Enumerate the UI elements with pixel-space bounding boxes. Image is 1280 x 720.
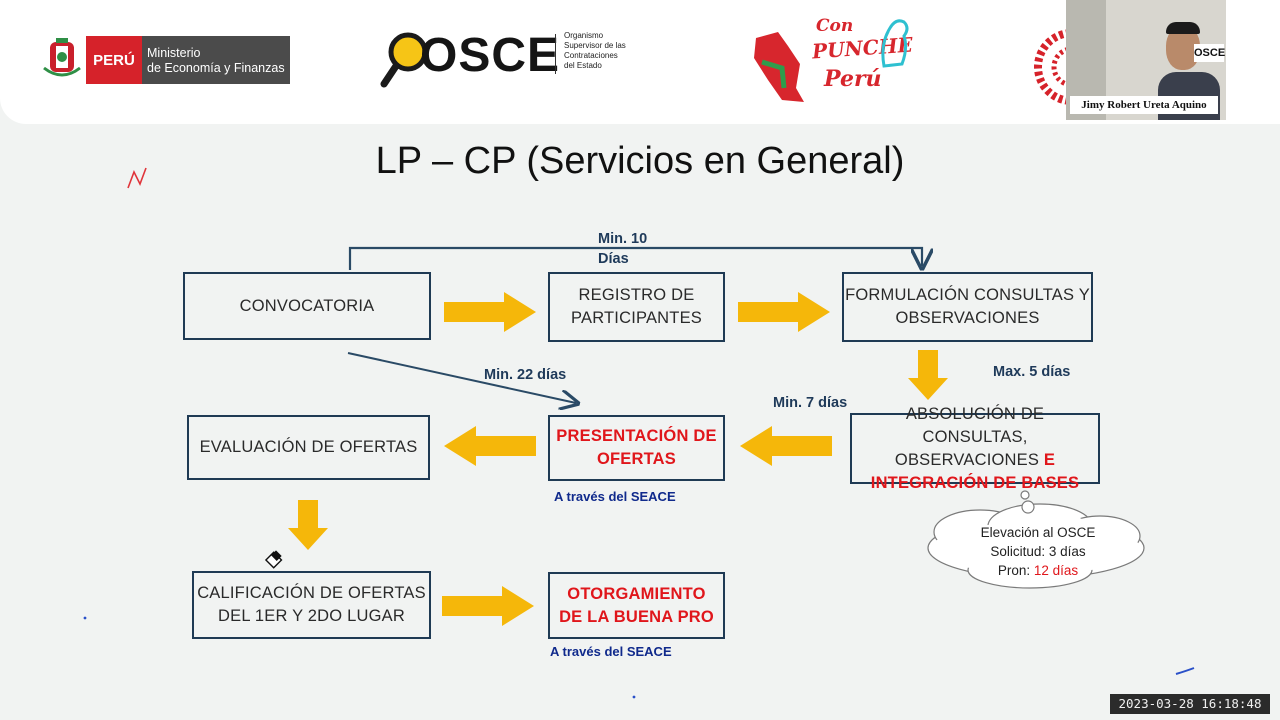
arrow-right-1 <box>444 292 536 332</box>
osce-desc-line-2: Supervisor de las <box>564 41 626 50</box>
cloud-line-3-emphasis: 12 días <box>1033 563 1079 578</box>
presentacion-line-2: OFERTAS <box>596 450 676 468</box>
note-min-10-line-2: Días <box>598 251 629 267</box>
arrow-left-1 <box>740 426 832 466</box>
magnifier-icon <box>380 32 428 88</box>
mef-line-2: de Economía y Finanzas <box>147 61 285 75</box>
pen-dot-1 <box>83 616 87 620</box>
participant-name-label: Jimy Robert Ureta Aquino <box>1070 96 1218 114</box>
box-calificacion-ofertas: CALIFICACIÓN DE OFERTAS DEL 1ER Y 2DO LU… <box>192 571 431 639</box>
registro-line-1: REGISTRO DE <box>578 286 695 304</box>
osce-description: Organismo Supervisor de las Contratacion… <box>564 31 626 71</box>
recording-timestamp: 2023-03-28 16:18:48 <box>1110 694 1270 714</box>
formulacion-line-2: OBSERVACIONES <box>895 309 1040 327</box>
calificacion-line-1: CALIFICACIÓN DE OFERTAS <box>197 584 426 602</box>
cloud-bubble <box>927 490 1145 589</box>
box-convocatoria: CONVOCATORIA <box>183 272 431 340</box>
absolucion-line-3: INTEGRACIÓN DE BASES <box>870 473 1080 492</box>
osce-desc-line-1: Organismo <box>564 31 604 40</box>
note-min-7: Min. 7 días <box>773 395 848 411</box>
otorgamiento-line-2: DE LA BUENA PRO <box>559 607 714 626</box>
box-otorgamiento-buena-pro: OTORGAMIENTO DE LA BUENA PRO <box>548 572 725 639</box>
box-formulacion-consultas: FORMULACIÓN CONSULTAS Y OBSERVACIONES <box>842 272 1093 342</box>
presentacion-line-1: PRESENTACIÓN DE <box>556 427 717 445</box>
mef-logo: Ministerio de Economía y Finanzas <box>142 36 290 84</box>
cloud-text: Elevación al OSCE Solicitud: 3 días Pron… <box>940 523 1136 580</box>
registro-line-2: PARTICIPANTES <box>571 309 702 327</box>
peru-map-icon <box>754 32 804 102</box>
pen-dot-2 <box>632 695 636 699</box>
flexed-arm-icon <box>881 19 909 68</box>
box-absolucion-consultas: ABSOLUCIÓN DE CONSULTAS, OBSERVACIONES E… <box>850 405 1100 492</box>
cloud-line-2: Solicitud: 3 días <box>990 544 1086 559</box>
formulacion-line-1: FORMULACIÓN CONSULTAS Y <box>845 286 1090 304</box>
mef-line-1: Ministerio <box>147 46 201 60</box>
arrow-right-2 <box>738 292 830 332</box>
absolucion-line-2: OBSERVACIONES <box>894 450 1040 469</box>
note-max-5: Max. 5 días <box>993 364 1071 380</box>
absolucion-line-1: ABSOLUCIÓN DE CONSULTAS, <box>905 404 1045 446</box>
absolucion-line-2-emphasis: E <box>1043 450 1056 469</box>
calificacion-line-2: DEL 1ER Y 2DO LUGAR <box>218 607 405 625</box>
note-seace-presentacion: A través del SEACE <box>554 489 676 504</box>
note-min-22: Min. 22 días <box>484 367 567 383</box>
eraser-cursor-tip <box>271 550 282 561</box>
box-evaluacion-ofertas: EVALUACIÓN DE OFERTAS <box>187 415 430 480</box>
arrow-down-2 <box>288 500 328 550</box>
peru-logo: PERÚ <box>86 36 142 84</box>
peru-coat-of-arms-icon <box>43 38 81 77</box>
min-10-connector <box>348 246 922 270</box>
osce-desc-line-4: del Estado <box>564 61 602 70</box>
pen-annotation-stroke <box>1175 667 1195 675</box>
box-registro-participantes: REGISTRO DE PARTICIPANTES <box>548 272 725 342</box>
min-22-connector <box>347 352 576 403</box>
osce-divider <box>555 34 556 74</box>
person-hair <box>1166 22 1200 34</box>
cloud-line-1: Elevación al OSCE <box>980 525 1096 540</box>
arrow-right-3 <box>442 586 534 626</box>
osce-badge: OSCE <box>1194 44 1225 62</box>
box-evaluacion-label: EVALUACIÓN DE OFERTAS <box>199 438 418 456</box>
note-min-10: Min. 10 Días <box>598 229 647 269</box>
box-convocatoria-label: CONVOCATORIA <box>239 296 375 315</box>
osce-logo-text: OSCE <box>420 29 561 82</box>
note-seace-otorgamiento: A través del SEACE <box>550 644 672 659</box>
arrow-down-1 <box>908 350 948 400</box>
arrow-left-2 <box>444 426 536 466</box>
note-min-10-line-1: Min. 10 <box>598 231 648 247</box>
slide-title: LP – CP (Servicios en General) <box>375 140 905 182</box>
cloud-line-3-prefix: Pron: <box>997 563 1031 578</box>
punche-text-1: Con <box>816 16 854 36</box>
otorgamiento-line-1: OTORGAMIENTO <box>567 584 706 603</box>
institution-seal-icon <box>1034 29 1072 105</box>
punche-text-3: Perú <box>824 66 882 92</box>
pen-annotation-mark <box>127 167 147 189</box>
osce-desc-line-3: Contrataciones <box>564 51 618 60</box>
box-presentacion-ofertas: PRESENTACIÓN DE OFERTAS <box>548 415 725 481</box>
